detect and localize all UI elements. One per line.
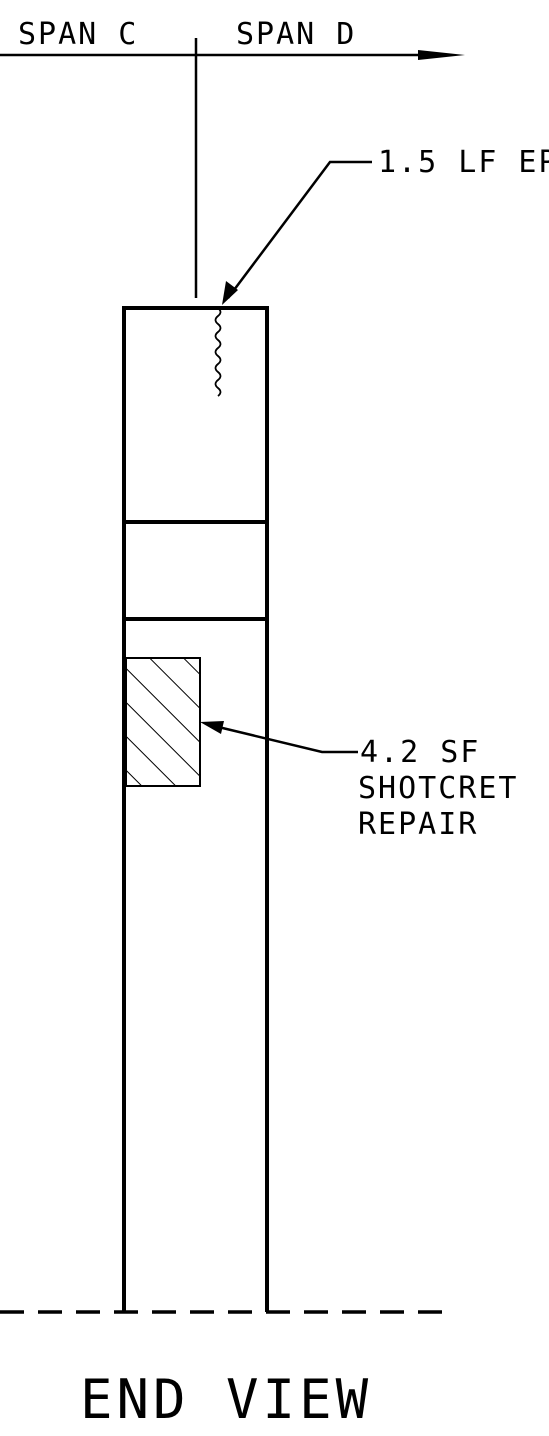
- shotcrete-repair-area: [125, 657, 201, 787]
- span-c-label: SPAN C: [18, 17, 138, 52]
- repair-leader-arrow-icon: [200, 721, 224, 734]
- crack-callout-label: 1.5 LF EP: [378, 145, 549, 180]
- crack-leader-line: [227, 160, 372, 299]
- span-arrow-icon: [418, 50, 465, 60]
- repair-leader-line: [209, 723, 358, 754]
- repair-callout-line1: 4.2 SF: [360, 735, 480, 770]
- crack-leader-arrow-icon: [222, 281, 238, 305]
- repair-callout-line3: REPAIR: [358, 807, 478, 842]
- span-d-label: SPAN D: [236, 17, 356, 52]
- view-title: END VIEW: [80, 1368, 372, 1431]
- crack-squiggle: [214, 307, 222, 397]
- repair-callout-line2: SHOTCRET: [358, 771, 519, 806]
